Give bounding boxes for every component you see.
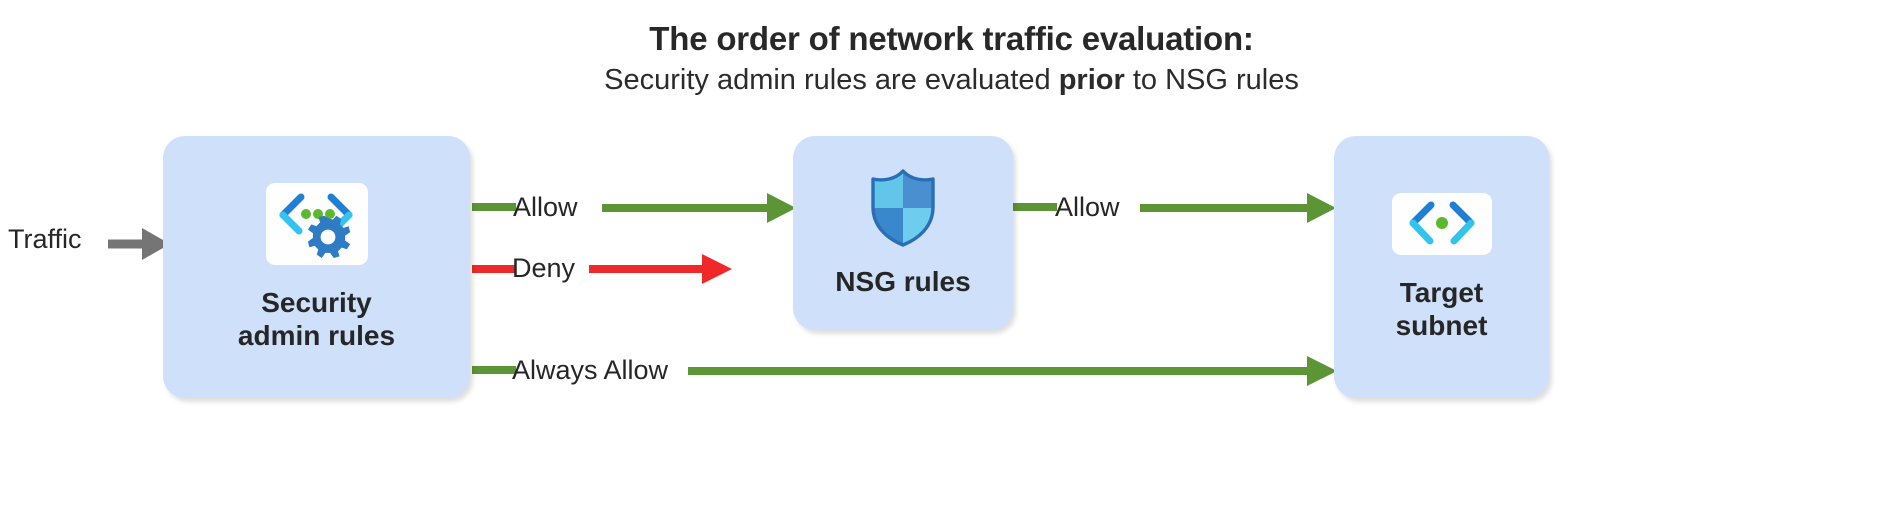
subtitle-emphasis: prior: [1058, 64, 1125, 96]
allow-to-target-arrow: [1140, 193, 1336, 223]
allow-to-target-stub: [1013, 203, 1057, 211]
subtitle-prefix: Security admin rules are evaluated: [604, 64, 1059, 96]
edge-label-allow-to-target: Allow: [1055, 192, 1120, 222]
always-allow-arrow: [688, 356, 1337, 386]
traffic-label: Traffic: [8, 224, 82, 254]
page-title: The order of network traffic evaluation:: [649, 20, 1254, 57]
subnet-brackets-icon: [1390, 191, 1493, 256]
traffic-inbound-arrow: [108, 228, 170, 260]
shield-icon: [866, 167, 940, 249]
deny-stub: [472, 265, 516, 273]
node-nsg-rules[interactable]: NSG rules: [793, 136, 1013, 330]
edge-label-always-allow: Always Allow: [512, 355, 669, 385]
allow-to-nsg-stub: [472, 203, 516, 211]
node-label-security-admin-rules: Security admin rules: [237, 286, 396, 351]
node-label-nsg-rules: NSG rules: [835, 266, 971, 298]
edge-label-deny: Deny: [512, 253, 576, 283]
subtitle-suffix: to NSG rules: [1124, 64, 1299, 96]
page-subtitle: Security admin rules are evaluated prior…: [0, 64, 1903, 97]
node-target-subnet[interactable]: Target subnet: [1334, 136, 1549, 398]
edge-label-allow-to-nsg: Allow: [513, 192, 578, 222]
node-label-target-subnet: Target subnet: [1395, 276, 1488, 341]
deny-arrow: [589, 254, 732, 284]
always-allow-stub: [472, 366, 516, 374]
node-security-admin-rules[interactable]: Security admin rules: [163, 136, 470, 398]
allow-to-nsg-arrow: [602, 193, 796, 223]
code-brackets-gear-icon: [264, 181, 369, 266]
